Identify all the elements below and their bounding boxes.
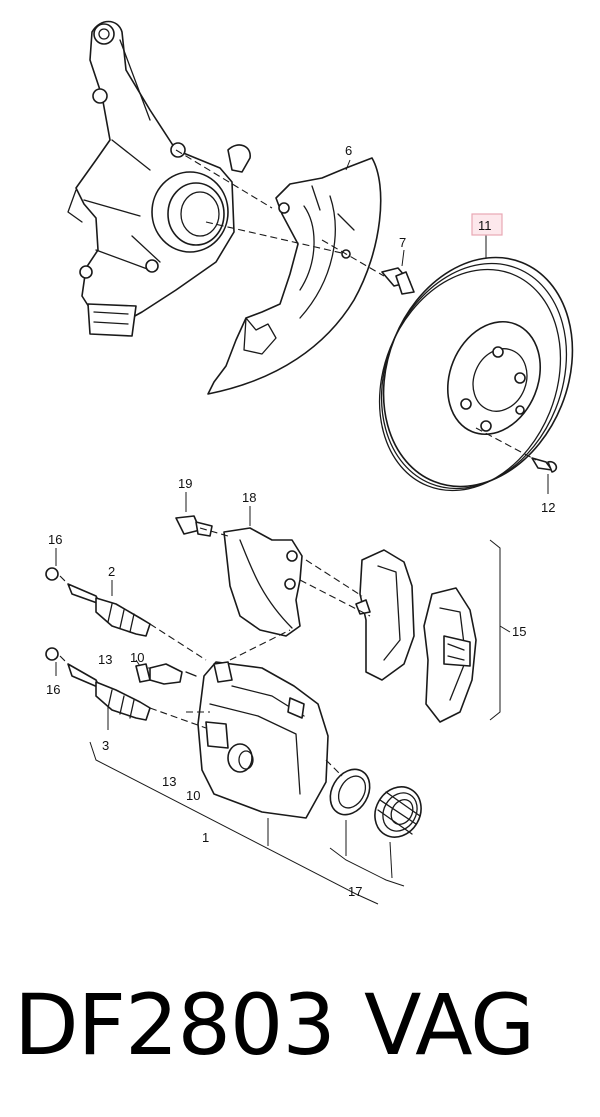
callout-18: 18 xyxy=(242,490,256,505)
caliper-body xyxy=(197,661,329,819)
callout-10-lower: 10 xyxy=(186,788,200,803)
guide-pin-upper xyxy=(45,567,151,637)
part-number: DF2803 xyxy=(14,976,336,1074)
bolt-7 xyxy=(381,267,415,295)
callout-16-upper: 16 xyxy=(48,532,62,547)
callout-19: 19 xyxy=(178,476,192,491)
screw-12 xyxy=(531,457,558,473)
callout-labels: 6 7 11 12 19 18 16 2 15 13 10 16 3 13 10… xyxy=(46,143,555,899)
brand: VAG xyxy=(364,976,535,1074)
piston-seal xyxy=(329,768,371,816)
callout-2: 2 xyxy=(108,564,115,579)
dust-shield xyxy=(207,157,382,395)
callout-1: 1 xyxy=(202,830,209,845)
leader-lines xyxy=(55,159,549,905)
dust-boot xyxy=(374,786,422,838)
brake-pads xyxy=(355,549,477,723)
callout-15: 15 xyxy=(512,624,526,639)
callout-11: 11 xyxy=(478,218,492,233)
assembly-lines xyxy=(59,149,537,777)
callout-13-lower: 13 xyxy=(162,774,176,789)
callout-3: 3 xyxy=(102,738,109,753)
callout-12: 12 xyxy=(541,500,555,515)
steering-knuckle xyxy=(67,20,251,337)
callout-10-upper: 10 xyxy=(130,650,144,665)
exploded-brake-diagram: 6 7 11 12 19 18 16 2 15 13 10 16 3 13 10… xyxy=(45,20,574,905)
callout-7: 7 xyxy=(399,235,406,250)
callout-17: 17 xyxy=(348,884,362,899)
guide-pin-lower xyxy=(45,647,151,721)
bleeder-screw xyxy=(135,663,197,685)
brake-disc xyxy=(378,256,574,492)
callout-13-upper: 13 xyxy=(98,652,112,667)
callout-11-highlight xyxy=(471,213,503,236)
footer: DF2803 VAG xyxy=(14,975,594,1085)
callout-6: 6 xyxy=(345,143,352,158)
caliper-carrier xyxy=(175,515,303,637)
callout-16-lower: 16 xyxy=(46,682,60,697)
